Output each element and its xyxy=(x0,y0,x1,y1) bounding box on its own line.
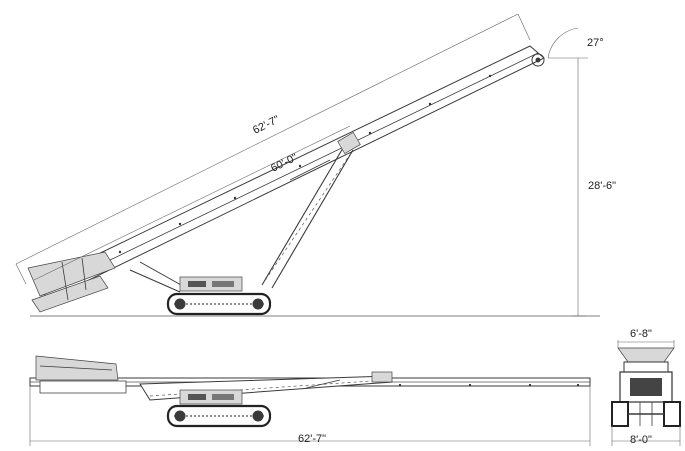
tail-section xyxy=(31,275,109,313)
engine-housing xyxy=(179,276,243,292)
dimension-overall-length-transport: 62'-7" xyxy=(29,386,591,446)
feed-hopper xyxy=(27,251,116,297)
label-angle: 27° xyxy=(587,37,604,49)
dimension-overall-length-raised: 62'-7" xyxy=(15,13,531,285)
label-height: 28'-6" xyxy=(588,180,616,192)
label-overall-length-transport: 62'-7" xyxy=(298,433,326,445)
boom-bolts xyxy=(118,74,492,254)
transport-tail-frame xyxy=(39,380,127,394)
dimension-angle: 27° xyxy=(547,27,604,59)
rear-strut xyxy=(129,269,181,293)
dimension-belt-length: 60'-0" xyxy=(33,125,351,281)
dimension-height: 28'-6" xyxy=(548,57,616,317)
label-top-width: 6'-8" xyxy=(630,328,652,340)
front-right-track xyxy=(663,401,681,427)
head-pulley xyxy=(531,53,545,67)
label-track-width: 8'-0" xyxy=(630,434,652,446)
boom-centre-rail xyxy=(43,52,539,293)
track-undercarriage-raised xyxy=(166,276,272,316)
transport-side-view: 62'-7" xyxy=(29,355,591,446)
dimension-top-width: 6'-8" xyxy=(617,328,675,348)
dimension-track-width: 8'-0" xyxy=(611,426,681,446)
conveyor-boom xyxy=(37,45,545,301)
front-hopper xyxy=(617,347,675,363)
raised-side-view: 62'-7" 60'-0" 28'-6" 27° xyxy=(15,13,616,317)
front-left-track xyxy=(611,401,629,427)
head-pulley-hub xyxy=(535,57,541,63)
track-undercarriage-transport xyxy=(166,389,272,428)
lattice-support-strut xyxy=(261,131,361,289)
front-frame-top xyxy=(623,361,669,373)
label-overall-length-raised: 62'-7" xyxy=(251,114,282,137)
front-engine xyxy=(630,378,662,396)
transport-strut-head xyxy=(371,371,393,383)
upper-brace xyxy=(289,159,331,181)
front-end-view: 6'-8" 8'-0" xyxy=(611,328,681,446)
